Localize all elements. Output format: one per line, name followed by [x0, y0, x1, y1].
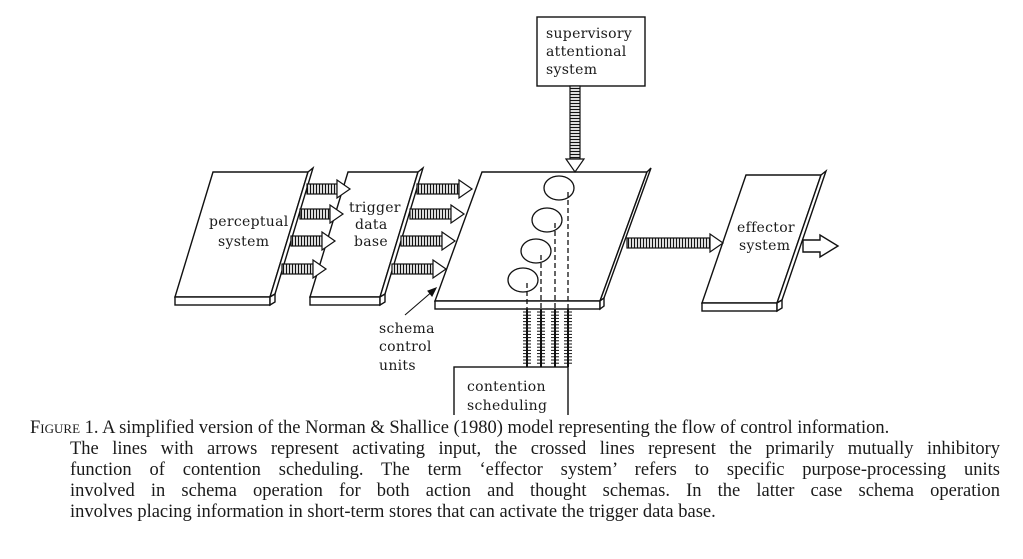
figure-caption: Figure 1. A simplified version of the No…	[30, 418, 1000, 523]
activating-arrow-trigger-to-schema	[400, 230, 457, 252]
caption-line-5: involves placing information in short-te…	[70, 502, 716, 522]
caption-text: A simplified version of the Norman & Sha…	[102, 418, 890, 438]
activating-arrow-perceptual-to-trigger	[281, 258, 328, 280]
schema-unit-ellipse	[531, 207, 563, 233]
perceptual-system-label: perceptual system	[209, 214, 293, 250]
inhibitory-crossed-line	[551, 309, 559, 367]
caption-line-3: function of contention scheduling. The t…	[70, 460, 1000, 480]
perceptual-system-slab	[174, 166, 315, 307]
contention-scheduling-label: contention scheduling	[467, 379, 551, 414]
inhibitory-crossed-line	[537, 309, 545, 367]
trigger-data-base-label: trigger data base	[349, 200, 406, 250]
supervisory-attentional-system-label: supervisory attentional system	[546, 26, 637, 78]
inhibitory-crossed-line	[523, 309, 531, 367]
activating-arrow-trigger-to-schema	[416, 178, 474, 200]
activating-arrow-schema-to-effector	[626, 232, 725, 254]
schema-control-units-label: schema control units	[379, 321, 440, 374]
schema-unit-ellipse	[543, 175, 575, 201]
caption-line-1: Figure 1. A simplified version of the No…	[30, 418, 1000, 439]
caption-line-2: The lines with arrows represent activati…	[70, 439, 1000, 459]
effector-system-label: effector system	[737, 220, 800, 254]
activating-arrow-perceptual-to-trigger	[306, 178, 352, 200]
supervisory-attentional-system-box	[536, 16, 646, 87]
activating-arrow-perceptual-to-trigger	[299, 203, 345, 225]
schema-unit-ellipse	[507, 267, 539, 293]
norman-shallice-diagram: perceptual system trigger data base supe…	[174, 16, 840, 415]
activating-arrow-perceptual-to-trigger	[290, 230, 337, 252]
schema-control-units-pointer	[404, 286, 438, 316]
effector-output-arrow	[802, 233, 840, 259]
schema-unit-ellipse	[520, 238, 552, 264]
activating-arrow-trigger-to-schema	[409, 203, 466, 225]
figure-label: Figure 1.	[30, 418, 99, 438]
inhibitory-crossed-line	[564, 309, 572, 367]
effector-system-slab	[701, 168, 828, 313]
schema-control-units-slab	[433, 167, 652, 311]
contention-scheduling-box	[453, 366, 569, 415]
activating-arrow-trigger-to-schema	[391, 258, 448, 280]
activating-arrow-supervisory-to-schema	[564, 85, 586, 174]
caption-line-4: involved in schema operation for both ac…	[70, 481, 1000, 501]
